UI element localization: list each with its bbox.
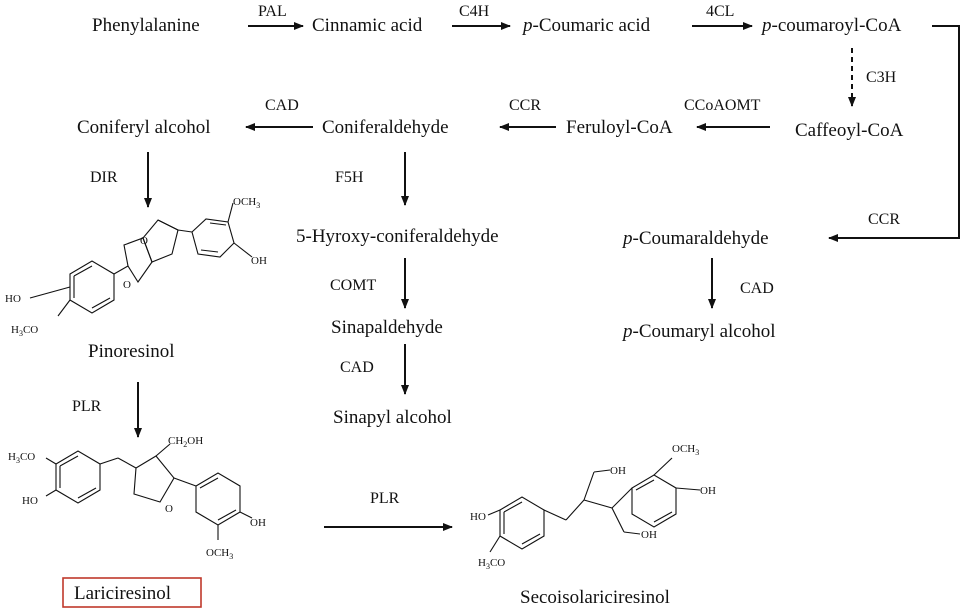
compound-sinapaldehyde: Sinapaldehyde [331, 317, 443, 338]
compound-5-hydroxy-coniferaldehyde: 5-Hyroxy-coniferaldehyde [296, 226, 499, 247]
enzyme-comt: COMT [330, 277, 376, 294]
enzyme-4cl: 4CL [706, 3, 734, 20]
pinoresinol-h3co: H3CO [11, 324, 38, 338]
enzyme-dir: DIR [90, 169, 118, 186]
compound-sinapyl-alcohol: Sinapyl alcohol [333, 407, 452, 428]
compound-caffeoyl-coa: Caffeoyl-CoA [795, 120, 904, 141]
lariciresinol-oh: OH [250, 517, 266, 529]
lariciresinol-structure [45, 443, 253, 540]
seco-och3: OCH3 [672, 443, 699, 457]
seco-h3co: H3CO [478, 557, 505, 571]
seco-oh-top: OH [610, 465, 626, 477]
secoisolariciresinol-structure [487, 457, 701, 553]
compound-p-coumaryl-alcohol: p-Coumaryl alcohol [621, 321, 776, 342]
compound-coniferaldehyde: Coniferaldehyde [322, 117, 449, 138]
compound-p-coumaroyl-coa: p-coumaroyl-CoA [760, 15, 902, 36]
enzyme-ccr-feruloyl: CCR [509, 97, 541, 114]
pinoresinol-o-bottom: O [123, 279, 131, 291]
enzyme-cad-sinapyl: CAD [340, 359, 374, 376]
enzyme-ccr-coumar: CCR [868, 211, 900, 228]
compound-pinoresinol: Pinoresinol [88, 341, 175, 362]
compound-p-coumaraldehyde: p-Coumaraldehyde [621, 228, 769, 249]
enzyme-f5h: F5H [335, 169, 364, 186]
pinoresinol-oh: OH [251, 255, 267, 267]
enzyme-plr-1: PLR [72, 398, 102, 415]
enzyme-pal: PAL [258, 3, 287, 20]
lariciresinol-o: O [165, 503, 173, 515]
enzyme-cad-coniferyl: CAD [265, 97, 299, 114]
pinoresinol-och3: OCH3 [233, 196, 260, 210]
compound-phenylalanine: Phenylalanine [92, 15, 200, 36]
compound-coniferyl-alcohol: Coniferyl alcohol [77, 117, 211, 138]
pinoresinol-o-top: O [140, 235, 148, 247]
pinoresinol-structure [29, 202, 253, 317]
enzyme-cad-coumaryl: CAD [740, 280, 774, 297]
lariciresinol-ch2oh: CH2OH [168, 435, 203, 449]
compound-cinnamic-acid: Cinnamic acid [312, 15, 423, 36]
seco-ho: HO [470, 511, 486, 523]
arrow-ccr-coumaraldehyde [828, 25, 960, 242]
lariciresinol-ho: HO [22, 495, 38, 507]
lariciresinol-och3: OCH3 [206, 547, 233, 561]
compound-feruloyl-coa: Feruloyl-CoA [566, 117, 673, 138]
enzyme-c4h: C4H [459, 3, 490, 20]
seco-oh-bottom: OH [641, 529, 657, 541]
lariciresinol-h3co: H3CO [8, 451, 35, 465]
compound-p-coumaric-acid: p-Coumaric acid [521, 15, 651, 36]
enzyme-c3h: C3H [866, 69, 897, 86]
lariciresinol-highlight-box [62, 577, 202, 608]
compound-secoisolariciresinol: Secoisolariciresinol [520, 587, 670, 608]
compound-lariciresinol: Lariciresinol [74, 583, 171, 604]
enzyme-plr-2: PLR [370, 490, 400, 507]
enzyme-ccoaomt: CCoAOMT [684, 97, 761, 114]
seco-oh-right: OH [700, 485, 716, 497]
pinoresinol-ho: HO [5, 293, 21, 305]
